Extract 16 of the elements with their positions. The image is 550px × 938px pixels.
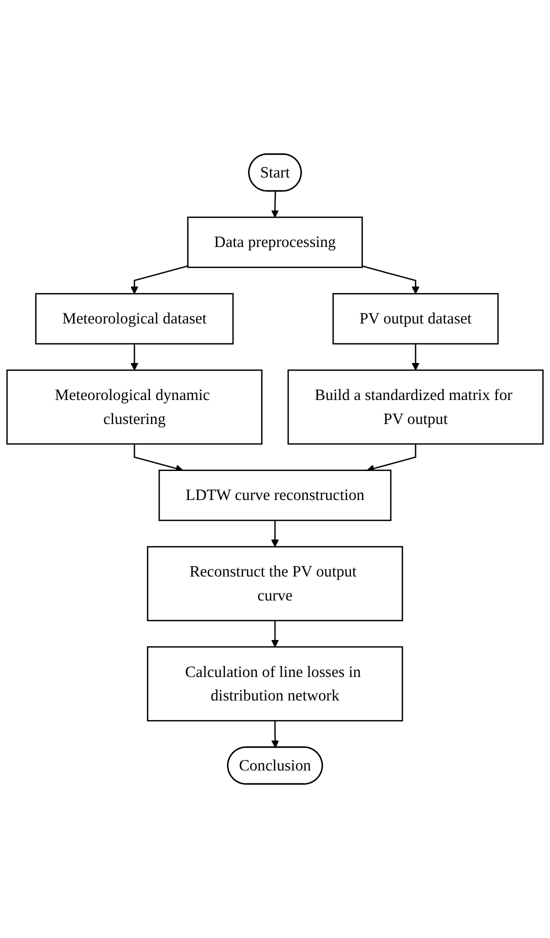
arrow — [271, 620, 279, 648]
node-box: PV output dataset — [332, 293, 499, 344]
node-box: Meteorological dataset — [35, 293, 234, 344]
arrow — [130, 344, 138, 370]
node-box: Meteorological dynamic clustering — [6, 370, 262, 445]
node-box: LDTW curve reconstruction — [158, 470, 392, 522]
arrow — [271, 191, 279, 218]
arrow — [362, 265, 420, 294]
node-box: Data preprocessing — [187, 216, 363, 268]
node-box: Calculation of line losses in distribution network — [146, 646, 404, 722]
arrow — [271, 720, 280, 748]
arrow — [130, 265, 188, 294]
arrow — [271, 520, 279, 548]
node-box: Reconstruct the PV output curve — [146, 546, 404, 622]
arrow — [412, 344, 420, 370]
node-box: Build a standardized matrix for PV output — [288, 370, 544, 445]
